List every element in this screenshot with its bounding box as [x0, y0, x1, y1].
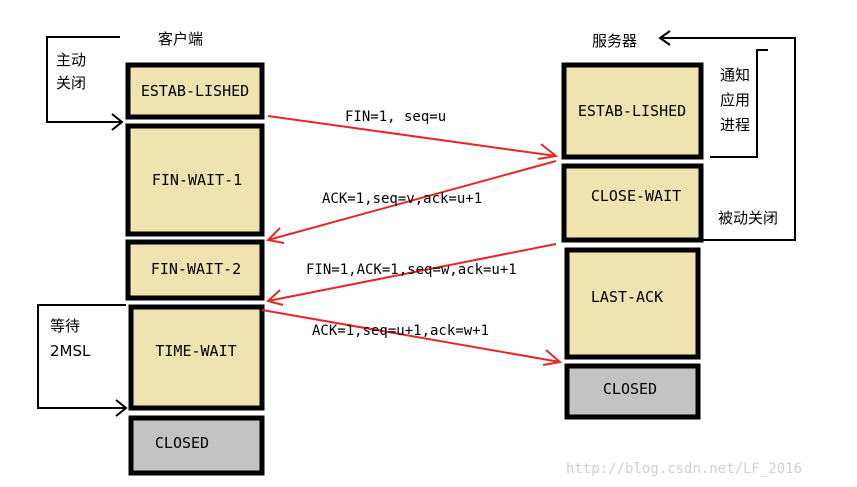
- message-fin-ack-label: FIN=1,ACK=1,seq=w,ack=u+1: [306, 262, 517, 278]
- active-close-bracket: [46, 36, 124, 131]
- client-state-closed-box: [128, 415, 265, 476]
- message-arrow-ack: [265, 160, 557, 244]
- message-arrow-final-ack: [261, 309, 563, 366]
- message-arrow-fin: [267, 115, 559, 160]
- active-close-label-line2: 关闭: [56, 74, 86, 92]
- client-state-time-wait-box: [128, 304, 265, 411]
- notify-label-line3: 进程: [720, 116, 750, 134]
- client-state-fin-wait-2-box: [125, 239, 265, 301]
- message-ack-label: ACK=1,seq=v,ack=u+1: [322, 191, 482, 207]
- server-state-close-wait-label: CLOSE-WAIT: [591, 187, 681, 205]
- wait-label-line1: 等待: [50, 317, 80, 335]
- message-arrow-fin-ack: [265, 243, 557, 306]
- wait-2msl-bracket: [37, 304, 128, 417]
- client-state-fin-wait-1-box: [125, 123, 265, 237]
- client-state-estab-box: [125, 62, 265, 120]
- client-state-closed-label: CLOSED: [155, 434, 209, 452]
- client-state-time-wait-label: TIME-WAIT: [155, 342, 236, 360]
- server-state-estab-label: ESTAB-LISHED: [578, 102, 686, 120]
- server-state-closed-label: CLOSED: [603, 380, 657, 398]
- active-close-label-line1: 主动: [56, 51, 86, 69]
- server-state-last-ack-label: LAST-ACK: [591, 288, 663, 306]
- client-title: 客户端: [158, 30, 203, 48]
- notify-label-line2: 应用: [720, 91, 750, 109]
- server-state-close-wait-box: [561, 163, 704, 243]
- passive-close-label: 被动关闭: [718, 209, 778, 227]
- notify-label-line1: 通知: [720, 66, 750, 84]
- message-fin-label: FIN=1, seq=u: [345, 109, 446, 125]
- wait-label-line2: 2MSL: [50, 342, 91, 360]
- message-final-ack-label: ACK=1,seq=u+1,ack=w+1: [312, 323, 489, 339]
- client-state-fin-wait-1-label: FIN-WAIT-1: [152, 171, 242, 189]
- client-state-fin-wait-2-label: FIN-WAIT-2: [151, 260, 241, 278]
- notify-bracket: [710, 49, 768, 158]
- passive-close-bracket: [658, 30, 796, 241]
- server-title: 服务器: [592, 32, 637, 50]
- server-state-last-ack-box: [564, 247, 701, 360]
- server-state-estab-box: [561, 62, 704, 160]
- server-state-closed-box: [564, 363, 701, 420]
- client-state-estab-label: ESTAB-LISHED: [141, 82, 249, 100]
- watermark: http://blog.csdn.net/LF_2016: [566, 461, 802, 477]
